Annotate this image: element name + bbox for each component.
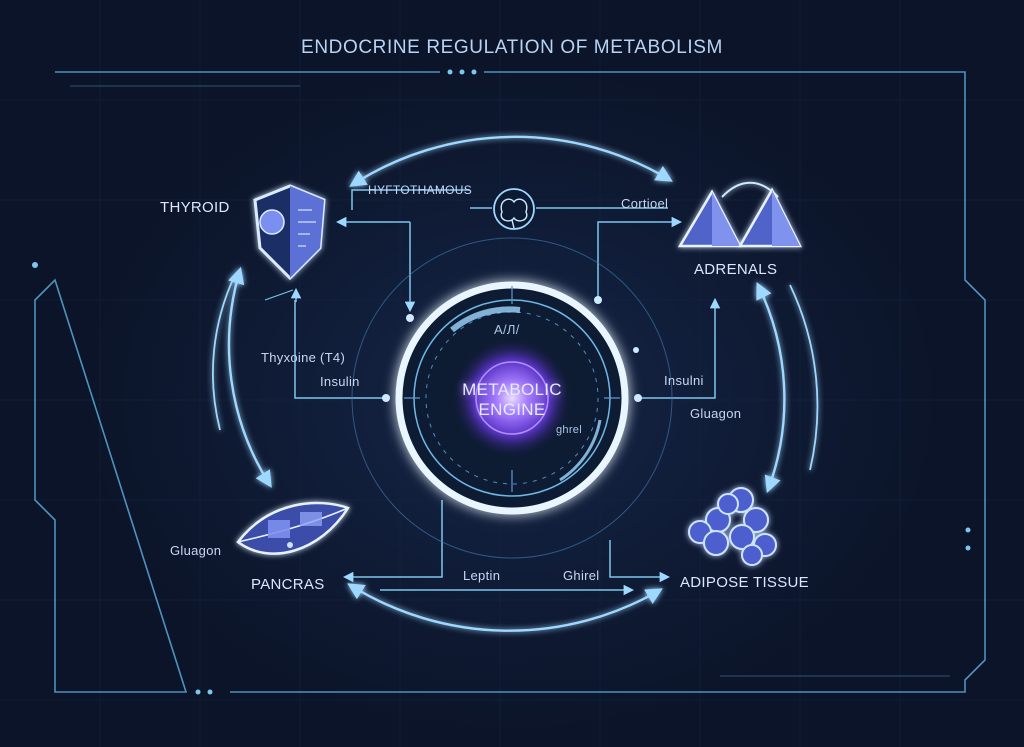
ghrelin-label: Ghirel — [563, 568, 600, 583]
glucagon-right-label: Gluagon — [690, 406, 742, 421]
cell-cluster-icon — [688, 487, 777, 566]
engine-title-line2: ENGINE — [478, 400, 546, 419]
engine-readout: А/Л/ — [494, 322, 520, 337]
pancreas-label: PANCRAS — [251, 576, 325, 593]
hud-frame — [34, 71, 986, 693]
leaf-circuit-icon — [236, 501, 350, 555]
connectors — [264, 189, 721, 596]
insulin-left-label: Insulin — [320, 374, 360, 389]
insulin-right-label: Insulni — [664, 373, 704, 388]
thyroxine-label: Thyxoine (T4) — [261, 350, 346, 365]
adrenals-label: ADRENALS — [694, 261, 778, 278]
frame-dots — [32, 69, 971, 695]
outer-orbit — [212, 135, 819, 632]
leptin-label: Leptin — [463, 568, 501, 583]
page-title: ENDOCRINE REGULATION OF METABOLISM — [301, 37, 723, 58]
glucagon-left-label: Gluagon — [170, 543, 222, 558]
engine-title-line1: METABOLIC — [462, 380, 562, 399]
metabolic-engine — [351, 237, 673, 559]
pyramids-icon — [677, 181, 803, 248]
cortisol-label: Cortioel — [621, 196, 669, 211]
thyroid-label: THYROID — [160, 199, 230, 216]
shield-circuit-icon — [253, 184, 326, 281]
engine-ports — [382, 296, 642, 402]
adipose-tissue-label: ADIPOSE TISSUE — [680, 574, 809, 591]
engine-small-readout: ghrel — [556, 424, 582, 436]
brain-icon — [493, 188, 535, 230]
hypothalamus-label: HYFTOTHAMOUS — [368, 183, 473, 197]
